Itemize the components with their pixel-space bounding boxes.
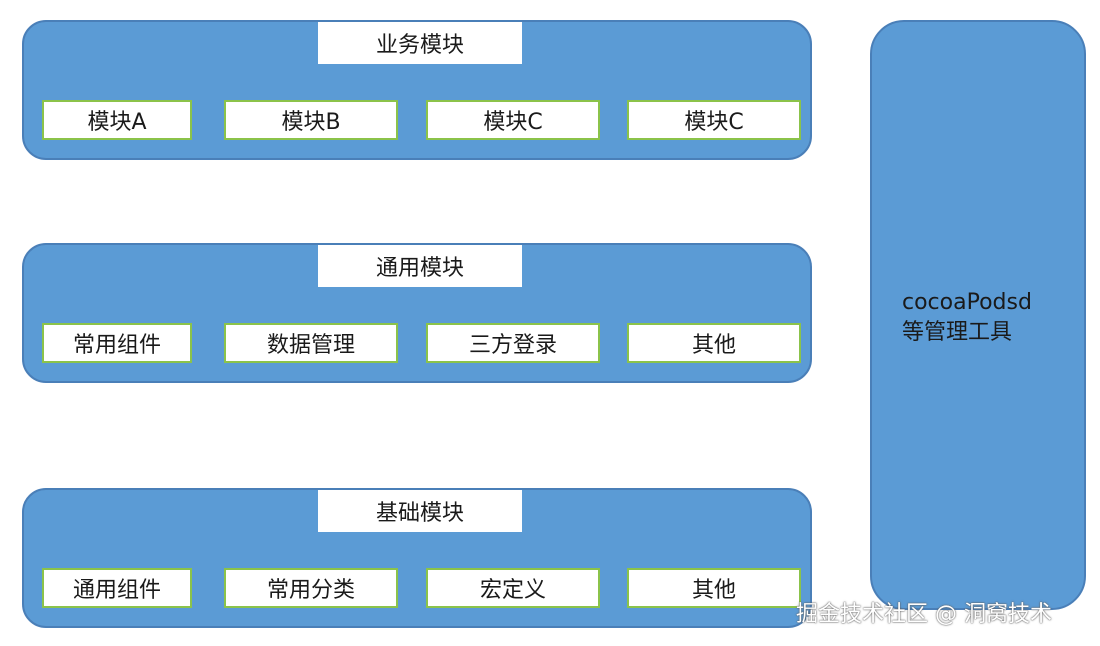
- management-tools-panel: cocoaPodsd 等管理工具: [870, 20, 1086, 610]
- business-layer-title: 业务模块: [318, 22, 522, 64]
- module-box: 常用分类: [224, 568, 398, 608]
- common-layer-title: 通用模块: [318, 245, 522, 287]
- business-layer: 业务模块 模块A 模块B 模块C 模块C: [22, 20, 812, 160]
- management-tools-line2: 等管理工具: [902, 320, 1013, 345]
- module-box: 模块B: [224, 100, 398, 140]
- management-tools-label: cocoaPodsd 等管理工具: [902, 288, 1032, 348]
- module-box: 其他: [627, 568, 801, 608]
- module-box: 宏定义: [426, 568, 600, 608]
- module-box: 数据管理: [224, 323, 398, 363]
- watermark: 掘金技术社区 @ 洞窝技术: [796, 602, 1052, 627]
- management-tools-line1: cocoaPodsd: [902, 290, 1032, 315]
- common-layer: 通用模块 常用组件 数据管理 三方登录 其他: [22, 243, 812, 383]
- base-layer: 基础模块 通用组件 常用分类 宏定义 其他: [22, 488, 812, 628]
- module-box: 三方登录: [426, 323, 600, 363]
- module-box: 模块A: [42, 100, 192, 140]
- module-box: 模块C: [426, 100, 600, 140]
- module-box: 其他: [627, 323, 801, 363]
- base-layer-title: 基础模块: [318, 490, 522, 532]
- module-box: 常用组件: [42, 323, 192, 363]
- module-box: 模块C: [627, 100, 801, 140]
- module-box: 通用组件: [42, 568, 192, 608]
